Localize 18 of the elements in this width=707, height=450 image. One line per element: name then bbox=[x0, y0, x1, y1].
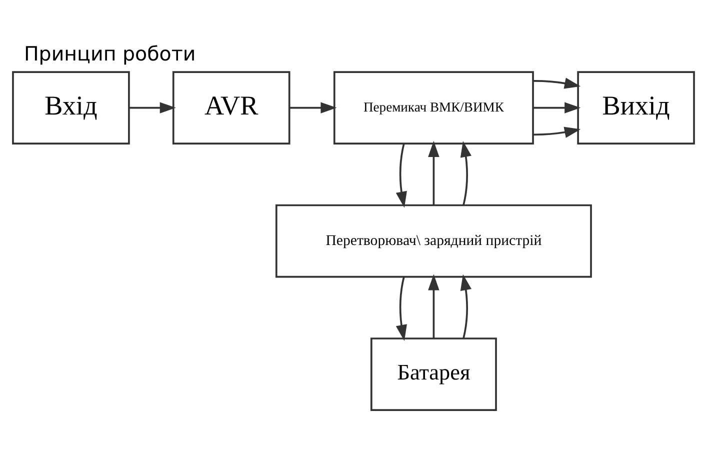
diagram-title: Принцип роботи bbox=[24, 42, 196, 66]
arrow bbox=[428, 274, 440, 338]
node-box: Батарея bbox=[370, 338, 497, 411]
arrow bbox=[533, 126, 581, 138]
node-box: Перетворювач\ зарядний пристрій bbox=[275, 204, 592, 278]
arrow bbox=[533, 78, 581, 89]
arrow bbox=[533, 102, 581, 114]
arrow bbox=[460, 140, 472, 206]
arrow bbox=[129, 102, 176, 114]
node-box: Вхід bbox=[12, 71, 130, 144]
node-box: AVR bbox=[172, 71, 290, 144]
arrow bbox=[428, 140, 440, 205]
node-box: Перемикач ВМК/ВИМК bbox=[333, 71, 534, 144]
arrow bbox=[289, 102, 337, 114]
arrow bbox=[396, 276, 407, 341]
node-box: Вихід bbox=[577, 71, 695, 144]
arrow bbox=[460, 274, 472, 338]
arrow bbox=[396, 144, 407, 208]
